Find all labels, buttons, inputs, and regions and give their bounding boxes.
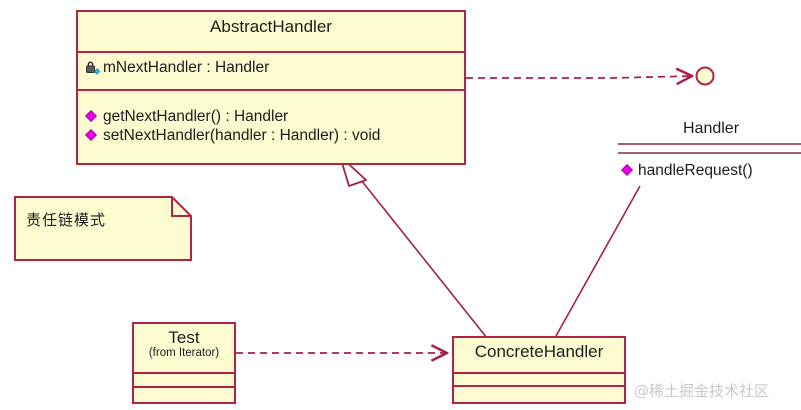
class-test[interactable]: Test (from Iterator) [132,322,236,404]
class-concrete-handler[interactable]: ConcreteHandler [452,336,626,404]
edge-abstracthandler-to-handler-ball[interactable] [466,66,715,86]
operations-compartment-test [134,386,234,402]
interface-operations-compartment: handleRequest() [618,154,801,180]
operations-compartment-abstract-handler: getNextHandler() : Handler setNextHandle… [78,89,464,163]
public-operation-icon [84,128,100,144]
edge-concretehandler-to-abstracthandler[interactable] [339,155,488,339]
note-text: 责任链模式 [26,211,107,229]
class-stereotype-test: (from Iterator) [148,346,220,359]
operations-compartment-concrete-handler [454,385,624,402]
operation-label: getNextHandler() : Handler [103,108,289,125]
operation-setnexthandler[interactable]: setNextHandler(handler : Handler) : void [82,126,460,145]
class-name-test: Test (from Iterator) [134,324,234,372]
operation-label: handleRequest() [638,162,753,179]
interface-name-handler: Handler [682,120,740,137]
note-pattern[interactable]: 责任链模式 [14,196,192,261]
attribute-label: mNextHandler : Handler [103,59,270,76]
attributes-compartment-concrete-handler [454,372,624,385]
protected-attribute-icon [84,60,101,76]
operation-getnexthandler[interactable]: getNextHandler() : Handler [82,107,460,126]
attribute-mnexthandler[interactable]: mNextHandler : Handler [82,58,460,77]
class-name-concrete-handler: ConcreteHandler [474,342,604,361]
class-name-abstract-handler: AbstractHandler [210,17,332,36]
class-abstract-handler[interactable]: AbstractHandler mNextHandler : Handler [76,10,466,165]
provided-interface-ball [695,66,715,86]
interface-attributes-compartment [618,145,801,152]
interface-rule-top [618,143,801,145]
operation-handlerequest[interactable]: handleRequest() [618,161,801,180]
note-shape [14,196,192,261]
public-operation-icon [84,109,100,125]
class-title-text: Test [168,328,200,347]
attributes-compartment-abstract-handler: mNextHandler : Handler [78,51,464,89]
interface-rule-bottom [618,152,801,154]
interface-handler[interactable]: Handler handleRequest() [618,120,801,180]
edge-concretehandler-to-handler[interactable] [555,185,641,337]
operation-label: setNextHandler(handler : Handler) : void [103,127,381,144]
watermark: @稀土掘金技术社区 [634,382,770,400]
public-operation-icon [620,163,636,179]
attributes-compartment-test [134,372,234,386]
